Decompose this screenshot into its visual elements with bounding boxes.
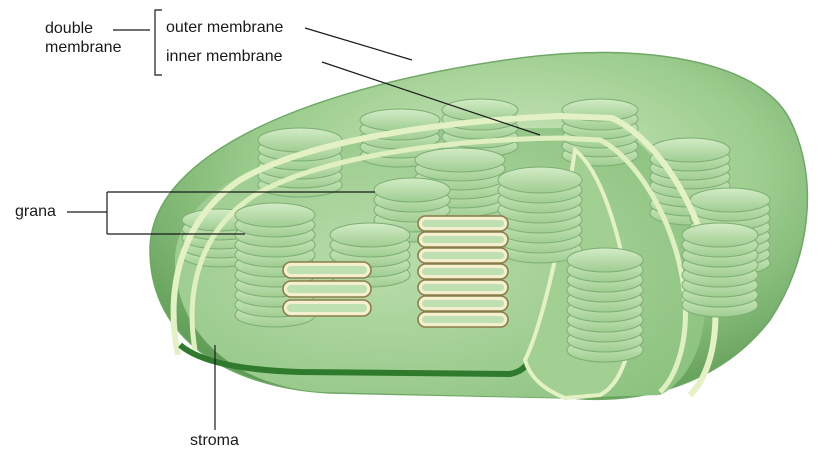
label-inner-membrane: inner membrane (166, 48, 283, 66)
thylakoid-lumen (422, 268, 504, 275)
thylakoid-disc (682, 223, 758, 247)
thylakoid-lumen (287, 285, 367, 293)
granum-fg-4 (567, 248, 643, 362)
thylakoid-disc (374, 178, 450, 202)
granum-fg-2 (498, 167, 582, 263)
leader-outer-membrane (305, 28, 412, 60)
label-stroma: stroma (190, 432, 239, 450)
label-double-membrane-line1: double (45, 20, 93, 38)
thylakoid-lumen (422, 316, 504, 323)
thylakoid-lumen (422, 236, 504, 243)
thylakoid-disc (415, 148, 505, 172)
thylakoid-disc (330, 223, 410, 247)
thylakoid-disc (235, 203, 315, 227)
thylakoid-disc (690, 188, 770, 212)
cut-thylakoids-large (418, 216, 508, 327)
label-grana: grana (15, 203, 56, 221)
cut-thylakoids-small (283, 262, 371, 316)
thylakoid-disc (498, 167, 582, 193)
thylakoid-lumen (287, 266, 367, 274)
granum-fg-5 (682, 223, 758, 317)
thylakoid-lumen (422, 220, 504, 227)
thylakoid-lumen (422, 252, 504, 259)
bracket-double-membrane (155, 10, 162, 75)
thylakoid-disc (567, 248, 643, 272)
label-double-membrane-line2: membrane (45, 39, 121, 57)
thylakoid-lumen (422, 300, 504, 307)
thylakoid-lumen (422, 284, 504, 291)
label-outer-membrane: outer membrane (166, 19, 283, 37)
thylakoid-lumen (287, 304, 367, 312)
